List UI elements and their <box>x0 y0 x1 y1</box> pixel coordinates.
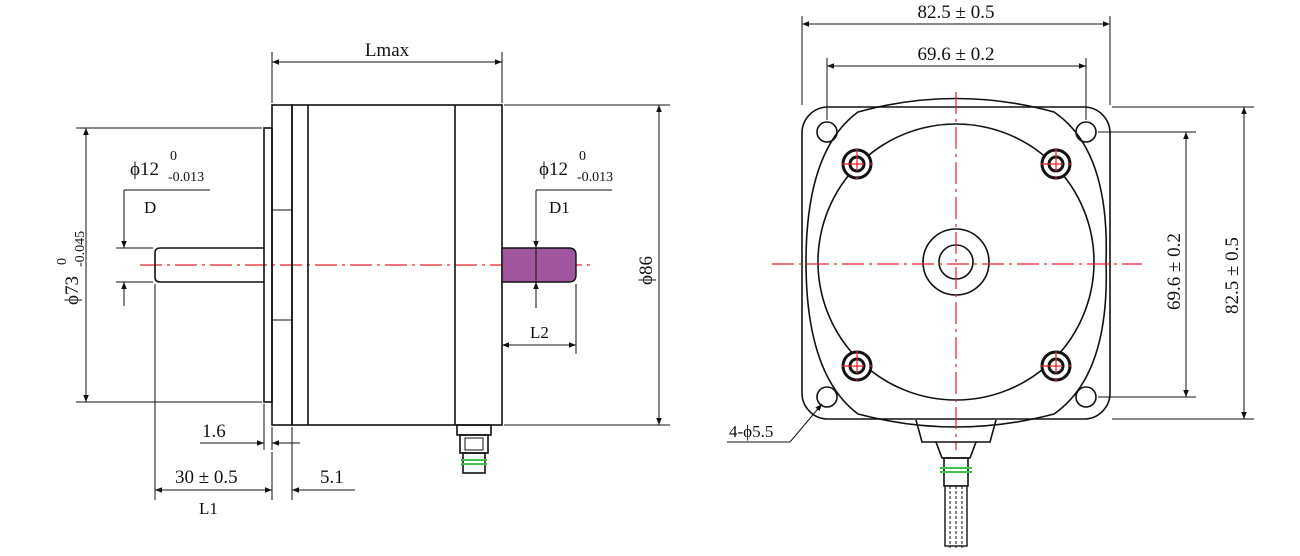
front-shaft <box>154 247 264 283</box>
shaft-d1-tag: D1 <box>549 198 570 217</box>
body-diameter-label: ϕ86 <box>636 256 657 285</box>
svg-text:0: 0 <box>55 258 70 265</box>
l2-label: L2 <box>530 323 549 342</box>
flange-thickness-label: 1.6 <box>202 421 226 442</box>
mount-hole <box>816 121 838 143</box>
svg-text:ϕ12: ϕ12 <box>130 159 159 180</box>
l1-label: L1 <box>199 499 218 518</box>
side-view: Lmax ϕ73 0 -0.045 ϕ12 0 -0.013 D ϕ12 0 <box>55 40 670 518</box>
front-view: 82.5 ± 0.5 69.6 ± 0.2 69.6 ± 0.2 82.5 ± … <box>727 2 1254 548</box>
hole-spacing-width-label: 69.6 ± 0.2 <box>918 44 995 65</box>
rear-shaft <box>501 247 577 283</box>
shaft-d-label: ϕ12 0 -0.013 <box>130 149 204 185</box>
cable-exit <box>915 419 997 548</box>
pilot-diameter-label: ϕ73 0 -0.045 <box>55 231 88 305</box>
svg-text:-0.013: -0.013 <box>577 170 613 185</box>
lmax-label: Lmax <box>365 40 410 61</box>
side-connector <box>456 424 492 474</box>
overall-width-label: 82.5 ± 0.5 <box>918 2 995 23</box>
svg-text:0: 0 <box>170 149 177 164</box>
overall-height-label: 82.5 ± 0.5 <box>1222 237 1243 314</box>
hole-spacing-height-label: 69.6 ± 0.2 <box>1164 233 1185 310</box>
svg-text:-0.013: -0.013 <box>168 170 204 185</box>
svg-text:-0.045: -0.045 <box>73 231 88 267</box>
shaft-d1-label: ϕ12 0 -0.013 <box>539 149 613 185</box>
svg-text:ϕ73: ϕ73 <box>62 276 83 305</box>
flange-width-label: 5.1 <box>320 467 344 488</box>
svg-text:ϕ12: ϕ12 <box>539 159 568 180</box>
mounting-holes-label: 4-ϕ5.5 <box>729 422 773 441</box>
mount-hole <box>1075 121 1097 143</box>
mount-hole <box>816 386 838 408</box>
svg-text:0: 0 <box>579 149 586 164</box>
mount-hole <box>1075 386 1097 408</box>
shaft-length-label: 30 ± 0.5 <box>175 467 238 488</box>
body-profile <box>805 97 1108 428</box>
shaft-d-tag: D <box>144 198 156 217</box>
